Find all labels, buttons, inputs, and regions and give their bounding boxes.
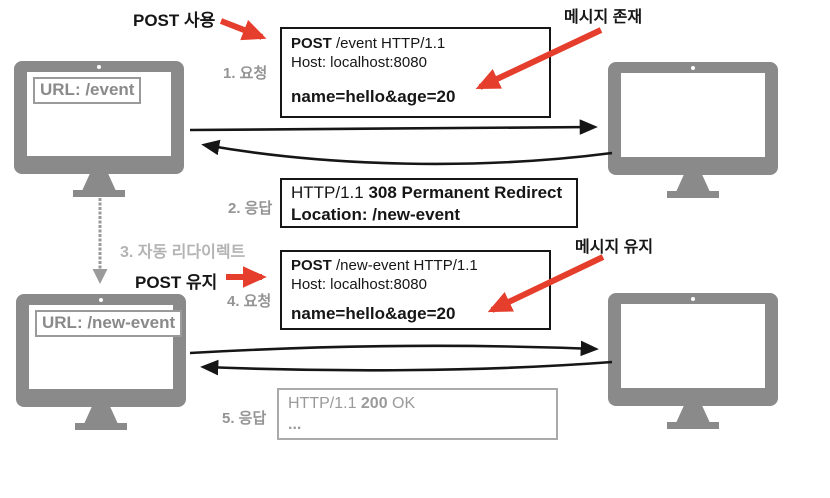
monitor-camera-dot xyxy=(691,66,695,70)
arrow-response-5 xyxy=(200,359,613,376)
response5-message-box: HTTP/1.1 200 OK ... xyxy=(277,388,558,440)
annotation-message-exists: 메시지 존재 xyxy=(564,9,643,26)
blank-line xyxy=(291,72,540,86)
monitor-screen xyxy=(621,304,765,388)
response2-location-header: Location: /new-event xyxy=(291,205,461,224)
url-address-box: URL: /new-event xyxy=(35,310,183,337)
request1-host-header: Host: localhost:8080 xyxy=(291,54,427,71)
monitor-stand-base xyxy=(667,422,719,429)
arrow-request-4 xyxy=(189,340,599,357)
monitor-stand-neck xyxy=(676,405,710,423)
response2-status-line: HTTP/1.1 308 Permanent Redirect xyxy=(291,182,567,204)
monitor-stand-base xyxy=(667,191,719,198)
step-label-4-request: 4. 요청 xyxy=(227,293,272,310)
monitor-body xyxy=(608,293,778,406)
red-arrow-post-use xyxy=(219,18,267,41)
monitor-stand-neck xyxy=(84,406,118,424)
annotation-auto-redirect: 3. 자동 리다이렉트 xyxy=(120,244,246,261)
url-address-box: URL: /event xyxy=(33,77,142,104)
monitor-screen: URL: /event xyxy=(27,72,171,156)
annotation-post-keep: POST 유지 xyxy=(135,273,218,292)
monitor-body: URL: /event xyxy=(14,61,184,174)
request1-target: /event HTTP/1.1 xyxy=(331,35,446,52)
step-label-1-request: 1. 요청 xyxy=(223,65,268,82)
arrow-response-2 xyxy=(201,139,613,166)
monitor-stand-neck xyxy=(676,174,710,192)
step-label-5-response: 5. 응답 xyxy=(222,410,267,427)
annotation-message-keep: 메시지 유지 xyxy=(575,239,654,256)
blank-line xyxy=(291,294,540,303)
response5-reason: OK xyxy=(387,395,416,412)
response5-status-line: HTTP/1.1 200 OK xyxy=(288,393,547,414)
monitor-screen: URL: /new-event xyxy=(29,305,183,389)
monitor-camera-dot xyxy=(97,65,101,69)
monitor-stand-base xyxy=(73,190,125,197)
monitor-screen xyxy=(621,73,765,157)
response2-message-box: HTTP/1.1 308 Permanent Redirect Location… xyxy=(280,178,578,228)
response5-version: HTTP/1.1 xyxy=(288,395,361,412)
server-monitor-top xyxy=(608,62,778,199)
step-label-2-response: 2. 응답 xyxy=(228,200,273,217)
monitor-camera-dot xyxy=(691,297,695,301)
monitor-body xyxy=(608,62,778,175)
url-text-event: URL: /event xyxy=(40,80,135,99)
arrow-request-1 xyxy=(189,119,598,135)
url-text-new-event: URL: /new-event xyxy=(42,313,176,332)
request4-message-box: POST /new-event HTTP/1.1 Host: localhost… xyxy=(280,250,551,330)
annotation-post-use: POST 사용 xyxy=(133,11,216,30)
monitor-body: URL: /new-event xyxy=(16,294,186,407)
request4-target: /new-event HTTP/1.1 xyxy=(331,257,478,274)
server-monitor-bottom xyxy=(608,293,778,430)
request4-host-header: Host: localhost:8080 xyxy=(291,276,427,293)
response5-status: 200 xyxy=(360,395,388,412)
request4-request-line: POST /new-event HTTP/1.1 xyxy=(291,256,540,275)
client-monitor-after: URL: /new-event xyxy=(16,294,186,431)
client-monitor-before: URL: /event xyxy=(14,61,184,198)
request1-request-line: POST /event HTTP/1.1 xyxy=(291,34,540,53)
request4-body: name=hello&age=20 xyxy=(291,304,456,323)
monitor-stand-base xyxy=(75,423,127,430)
monitor-camera-dot xyxy=(99,298,103,302)
response5-body-ellipsis: ... xyxy=(288,416,302,433)
request1-message-box: POST /event HTTP/1.1 Host: localhost:808… xyxy=(280,27,551,118)
response2-status: 308 Permanent Redirect xyxy=(368,183,563,202)
request4-method: POST xyxy=(291,257,332,274)
request1-body: name=hello&age=20 xyxy=(291,87,456,106)
request1-method: POST xyxy=(291,35,332,52)
response2-version: HTTP/1.1 xyxy=(291,183,369,202)
monitor-stand-neck xyxy=(82,173,116,191)
